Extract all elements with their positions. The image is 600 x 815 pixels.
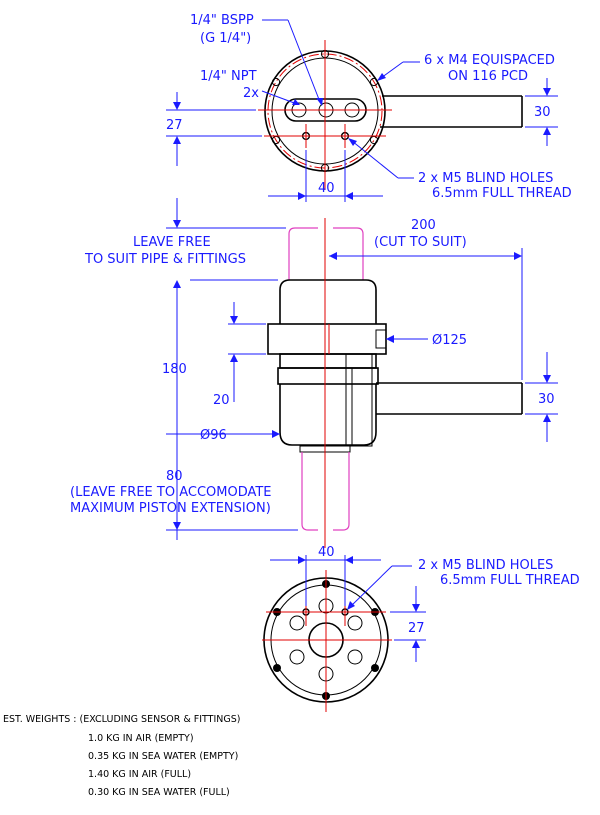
weight-item: 0.35 KG IN SEA WATER (EMPTY) bbox=[88, 751, 238, 762]
top-view-dimensions bbox=[166, 19, 558, 202]
leave-free-label: LEAVE FREE bbox=[133, 235, 211, 250]
port-npt-qty: 2x bbox=[243, 86, 259, 101]
bottom-view bbox=[262, 570, 392, 712]
weight-item: 0.30 KG IN SEA WATER (FULL) bbox=[88, 787, 230, 798]
piston-note-line1: (LEAVE FREE TO ACCOMODATE bbox=[70, 485, 272, 500]
bottom-view-dimensions bbox=[270, 555, 426, 662]
piston-clear-dim: 80 bbox=[166, 469, 183, 484]
arm-length-note: (CUT TO SUIT) bbox=[374, 235, 467, 250]
flange-dia-dim: Ø125 bbox=[432, 333, 467, 348]
weight-item: 1.0 KG IN AIR (EMPTY) bbox=[88, 733, 194, 744]
bottom-width-40-dim: 40 bbox=[318, 545, 335, 560]
flange-offset-dim: 20 bbox=[213, 393, 230, 408]
arm-length-dim: 200 bbox=[411, 218, 436, 233]
top-width-40-dim: 40 bbox=[318, 181, 335, 196]
port-npt-label: 1/4" NPT bbox=[200, 69, 257, 84]
side-arm-width-dim: 30 bbox=[538, 392, 555, 407]
side-view bbox=[267, 218, 523, 548]
top-view bbox=[258, 40, 523, 190]
bottom-blind-holes-label: 2 x M5 BLIND HOLES bbox=[418, 558, 553, 573]
piston-note-line2: MAXIMUM PISTON EXTENSION) bbox=[70, 501, 271, 516]
port-bspp-label: 1/4" BSPP bbox=[190, 13, 254, 28]
top-blind-holes-thread: 6.5mm FULL THREAD bbox=[432, 186, 572, 201]
leave-free-sub-label: TO SUIT PIPE & FITTINGS bbox=[84, 252, 246, 267]
port-bspp-g-label: (G 1/4") bbox=[200, 31, 251, 46]
weight-item: 1.40 KG IN AIR (FULL) bbox=[88, 769, 191, 780]
body-dia-dim: Ø96 bbox=[200, 428, 227, 443]
m4-holes-label: 6 x M4 EQUISPACED bbox=[424, 53, 555, 68]
bottom-offset-27-dim: 27 bbox=[408, 621, 425, 636]
top-offset-27-dim: 27 bbox=[166, 118, 183, 133]
m4-pcd-label: ON 116 PCD bbox=[448, 69, 528, 84]
side-view-dimensions bbox=[166, 198, 558, 540]
weights-heading: EST. WEIGHTS : (EXCLUDING SENSOR & FITTI… bbox=[3, 714, 240, 725]
bottom-blind-holes-thread: 6.5mm FULL THREAD bbox=[440, 573, 580, 588]
top-blind-holes-label: 2 x M5 BLIND HOLES bbox=[418, 171, 553, 186]
overall-height-dim: 180 bbox=[162, 362, 187, 377]
weights-block: EST. WEIGHTS : (EXCLUDING SENSOR & FITTI… bbox=[3, 714, 240, 798]
top-arm-width-dim: 30 bbox=[534, 105, 551, 120]
